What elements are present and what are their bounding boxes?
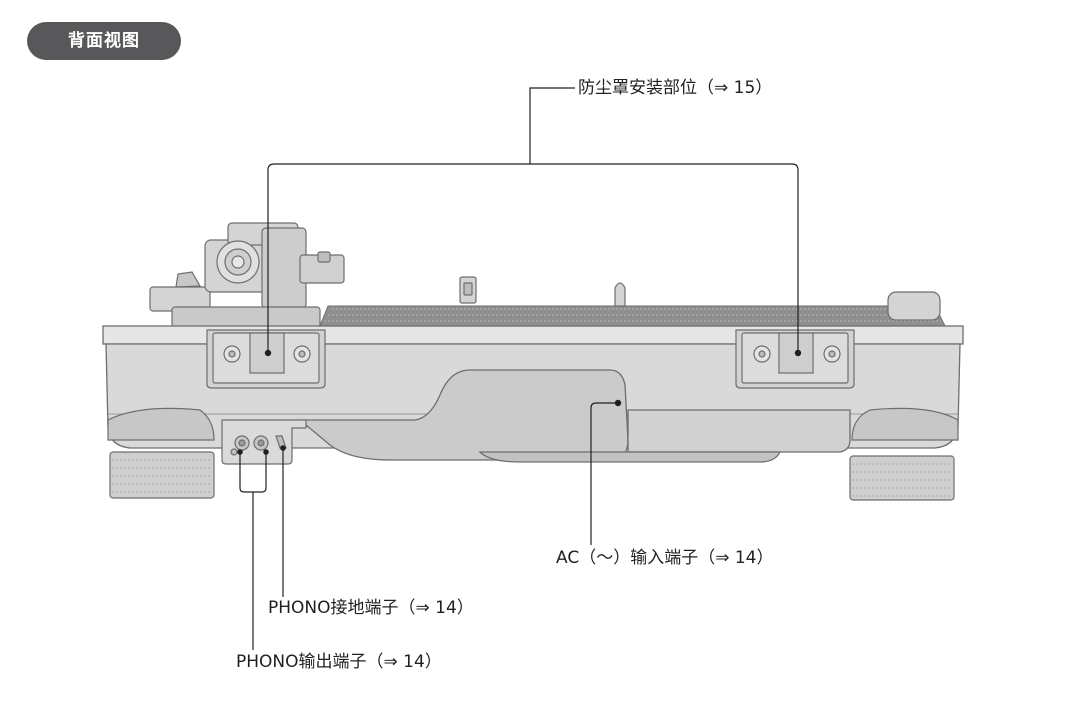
section-title: 背面视图 [68,31,140,51]
phono-ground-label: PHONO接地端子（⇒ 14） [268,598,474,618]
hinge-bracket-left [206,329,326,389]
leader-lines [237,87,802,650]
foot-left [107,407,215,499]
section-title-badge: 背面视图 [27,22,181,60]
tonearm-assembly [149,222,345,328]
hinge-bracket-right [735,329,855,389]
phono-ground-terminal [275,435,287,449]
phono-output-label: PHONO输出端子（⇒ 14） [236,652,442,672]
platter [319,305,946,327]
dust-cover-mount-label: 防尘罩安装部位（⇒ 15） [578,78,773,98]
spindle-and-knobs [459,276,941,321]
ac-input-label: AC（～）输入端子（⇒ 14） [556,548,774,568]
foot-right [849,407,959,501]
phono-terminal-panel [221,419,307,465]
